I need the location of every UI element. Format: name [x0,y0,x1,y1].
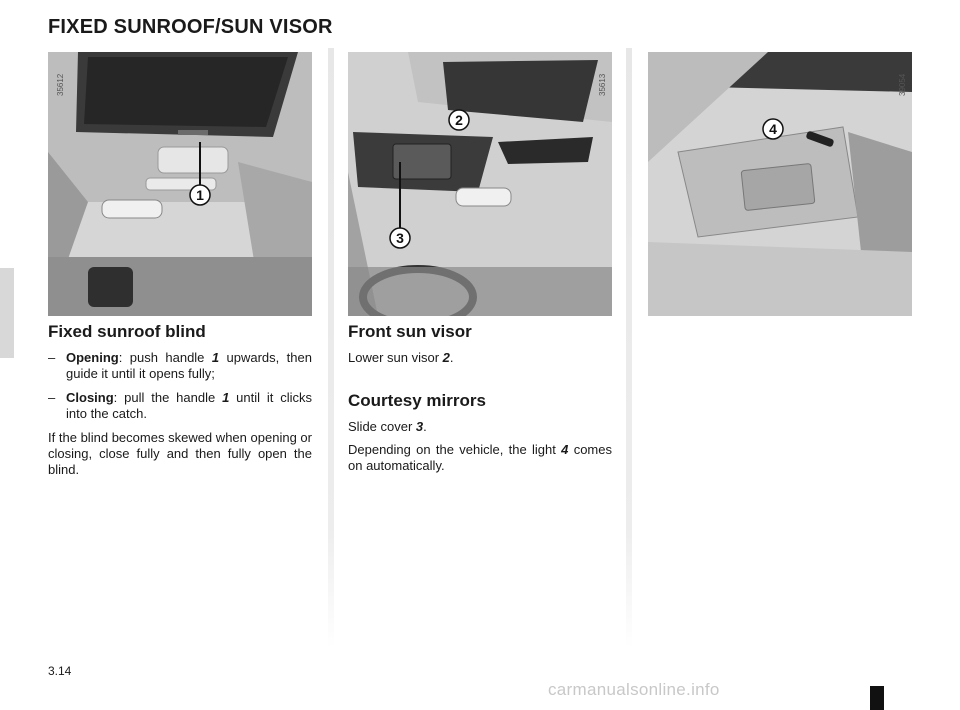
list-item: – Opening: push handle 1 upwards, then g… [48,350,312,381]
list-item: – Closing: pull the handle 1 until it cl… [48,390,312,421]
callout-4: 4 [769,121,777,137]
sunroof-illustration: 1 [48,52,312,316]
section-heading-front-sun-visor: Front sun visor [348,322,472,341]
figure-reference: 35613 [598,73,607,96]
callout-2: 2 [455,112,463,128]
page-title: FIXED SUNROOF/SUN VISOR [48,16,333,38]
section-heading-courtesy-mirrors: Courtesy mirrors [348,391,486,410]
mirror-light-note: Depending on the vehicle, the light 4 co… [348,442,612,473]
visor-instruction: Lower sun visor 2. [348,350,454,365]
figure-reference: 35612 [56,73,65,96]
column-divider [328,48,334,648]
column-divider [626,48,632,648]
courtesy-mirror-photo: 4 39054 [648,52,912,316]
sunroof-blind-photo: 1 35612 [48,52,312,316]
watermark: carmanualsonline.info [548,680,720,699]
section-tab [0,268,14,358]
corner-mark [870,686,884,710]
mirror-cover-instruction: Slide cover 3. [348,419,427,434]
section-heading-sunroof-blind: Fixed sunroof blind [48,322,206,341]
page-number: 3.14 [48,664,72,678]
callout-1: 1 [196,187,204,203]
skew-note: If the blind becomes skewed when opening… [48,430,312,477]
callout-3: 3 [396,230,404,246]
sun-visor-photo: 2 3 35613 [348,52,612,316]
figure-reference: 39054 [898,73,907,96]
